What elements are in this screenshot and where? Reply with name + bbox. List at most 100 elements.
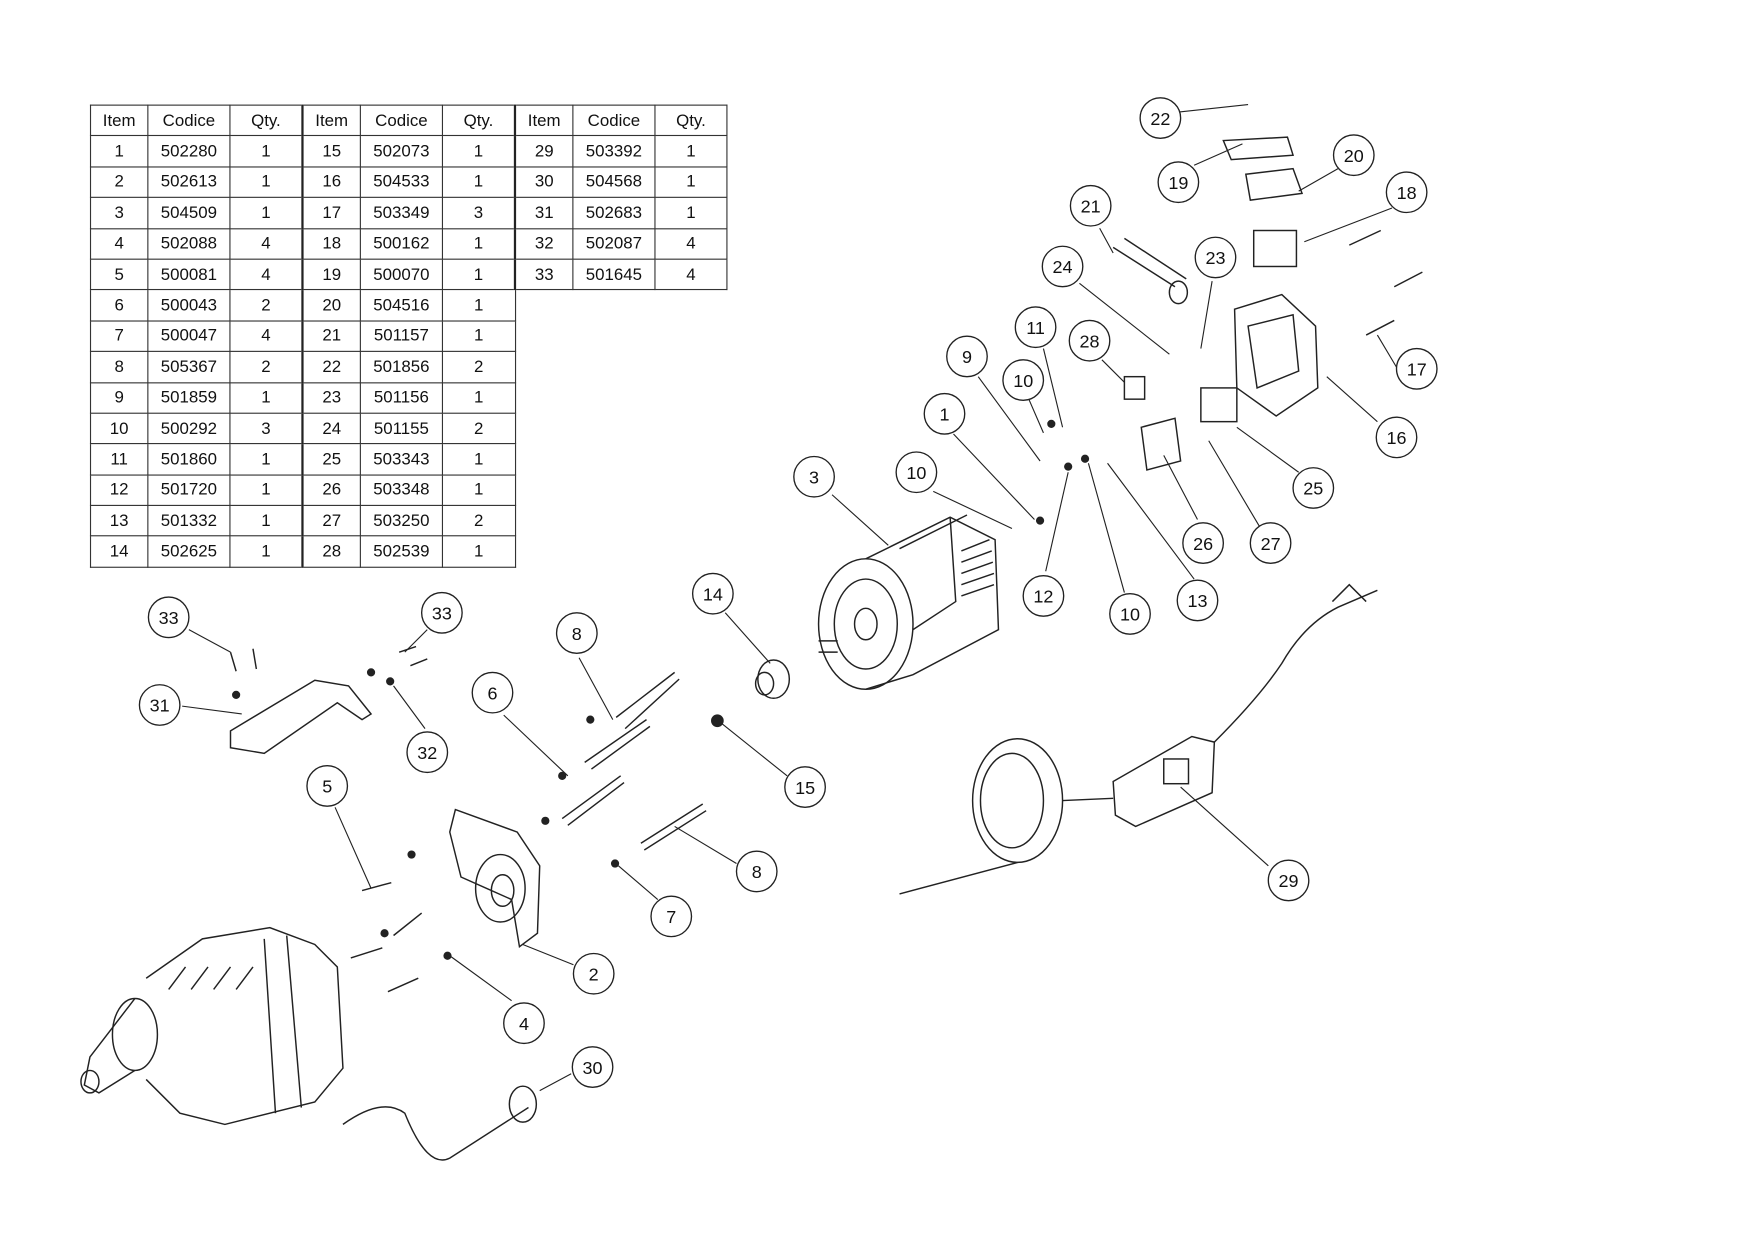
- code-cell: 502073: [359, 135, 444, 168]
- balloon-label: 30: [583, 1058, 603, 1078]
- balloon-label: 15: [795, 778, 815, 798]
- code-cell: 500070: [359, 258, 444, 291]
- cable-part: [342, 1106, 529, 1161]
- balloon-label: 12: [1033, 587, 1053, 607]
- item-cell: 31: [513, 196, 574, 229]
- qty-cell: 1: [441, 166, 516, 199]
- item-balloon: 33: [420, 591, 463, 634]
- rod-part: [584, 719, 651, 770]
- balloon-label: 20: [1344, 146, 1364, 166]
- item-balloon: 16: [1375, 416, 1418, 459]
- column-header: Item: [89, 104, 149, 137]
- balloon-label: 2: [589, 964, 599, 984]
- balloon-circle: [471, 671, 514, 714]
- item-cell: 5: [89, 258, 149, 291]
- item-cell: 10: [89, 412, 149, 445]
- balloon-label: 29: [1279, 871, 1299, 891]
- balloon-circle: [1041, 245, 1084, 288]
- gear-housing-part: [449, 808, 541, 949]
- qty-cell: 1: [229, 535, 304, 568]
- balloon-label: 24: [1053, 257, 1073, 277]
- qty-cell: 3: [229, 412, 304, 445]
- balloon-label: 13: [1187, 591, 1207, 611]
- column-header: Item: [301, 104, 361, 137]
- balloon-circle: [1068, 319, 1111, 362]
- qty-cell: 1: [441, 381, 516, 414]
- balloon-circle: [1375, 416, 1418, 459]
- balloon-label: 6: [487, 683, 497, 703]
- item-balloon: 25: [1292, 467, 1335, 509]
- balloon-label: 11: [1026, 318, 1045, 338]
- code-cell: 501645: [572, 258, 656, 291]
- item-cell: 33: [513, 258, 574, 291]
- item-balloon: 3: [793, 455, 835, 498]
- item-balloon: 5: [306, 765, 349, 807]
- balloon-circle: [1002, 359, 1045, 401]
- balloon-label: 31: [150, 696, 170, 716]
- item-cell: 30: [513, 166, 574, 199]
- qty-cell: 1: [441, 135, 516, 168]
- rod-part: [561, 775, 625, 826]
- balloon-circle: [1109, 593, 1151, 635]
- item-cell: 4: [89, 227, 149, 260]
- balloon-label: 7: [666, 907, 676, 927]
- item-balloon: 21: [1069, 184, 1112, 227]
- balloon-label: 14: [703, 584, 723, 604]
- item-cell: 14: [89, 535, 149, 568]
- bracket-part: [229, 679, 373, 755]
- item-balloon: 14: [691, 572, 734, 615]
- qty-cell: 2: [441, 504, 516, 537]
- item-cell: 22: [301, 350, 361, 383]
- item-cell: 27: [301, 504, 361, 537]
- balloon-circle: [138, 684, 181, 726]
- balloon-circle: [1332, 134, 1375, 177]
- qty-cell: 3: [441, 196, 516, 229]
- code-cell: 503392: [572, 135, 656, 168]
- item-balloon: 10: [895, 451, 938, 494]
- item-balloon: 10: [1002, 359, 1045, 401]
- qty-cell: 1: [229, 196, 304, 229]
- item-cell: 23: [301, 381, 361, 414]
- item-balloon: 6: [471, 671, 514, 714]
- code-cell: 501859: [147, 381, 231, 414]
- item-cell: 3: [89, 196, 149, 229]
- code-cell: 503349: [359, 196, 444, 229]
- qty-cell: 4: [654, 227, 728, 260]
- balloon-label: 16: [1386, 428, 1406, 448]
- gear-part: [754, 659, 791, 699]
- item-balloon: 18: [1385, 171, 1428, 214]
- item-balloon: 26: [1182, 522, 1225, 564]
- control-box-part: [1112, 136, 1423, 471]
- code-cell: 504533: [359, 166, 444, 199]
- balloon-label: 23: [1205, 248, 1225, 268]
- item-balloon: 29: [1267, 859, 1310, 902]
- balloon-circle: [1385, 171, 1428, 214]
- code-cell: 502087: [572, 227, 656, 260]
- motor-part: [817, 514, 1000, 690]
- column-header: Codice: [359, 104, 444, 137]
- item-balloon: 7: [650, 895, 693, 938]
- balloon-circle: [1395, 347, 1438, 390]
- balloon-circle: [503, 1002, 545, 1045]
- code-cell: 501157: [359, 320, 444, 353]
- qty-cell: 4: [229, 320, 304, 353]
- balloon-label: 8: [752, 862, 762, 882]
- item-balloon: 4: [503, 1002, 545, 1045]
- balloon-circle: [572, 952, 615, 995]
- qty-cell: 1: [229, 474, 304, 507]
- code-cell: 504568: [572, 166, 656, 199]
- code-cell: 500047: [147, 320, 231, 353]
- balloon-label: 27: [1261, 534, 1281, 554]
- balloon-circle: [793, 455, 835, 498]
- item-balloon: 13: [1176, 579, 1219, 622]
- balloon-circle: [147, 596, 190, 639]
- item-balloon: 32: [406, 731, 449, 774]
